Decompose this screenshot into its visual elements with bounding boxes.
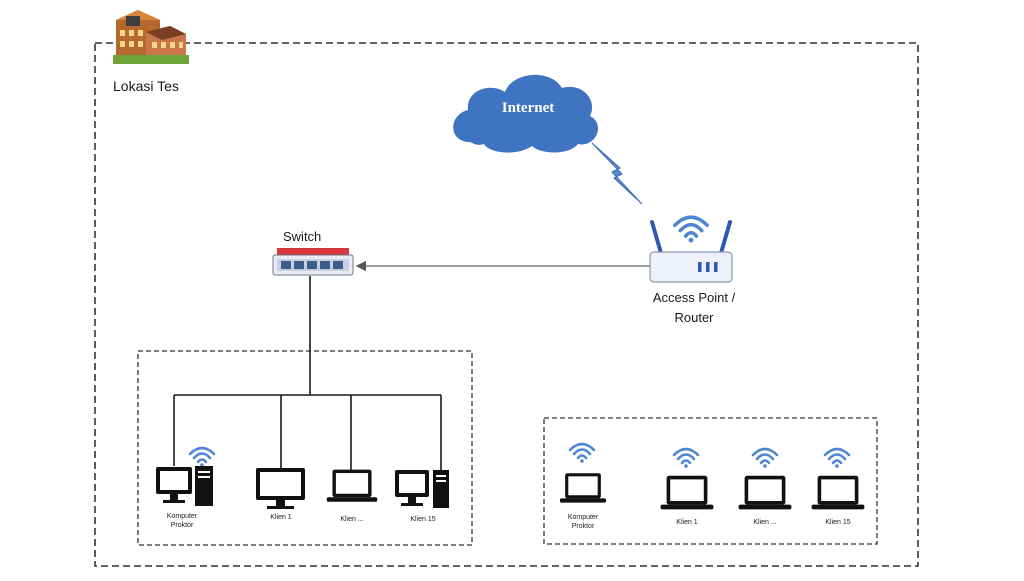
wired-proctor-label: Komputer Proktor xyxy=(152,512,212,530)
wireless-proctor-label: Komputer Proktor xyxy=(553,513,613,531)
wireless-proctor-laptop-icon xyxy=(559,442,607,503)
wireless-link-lightning-icon xyxy=(591,142,643,205)
wireless-client-laptop-icon xyxy=(738,447,792,510)
label-line-1: Komputer xyxy=(567,514,599,521)
wireless-client-1-label: Klien 1 xyxy=(676,519,698,526)
router-label-line-1: Access Point / xyxy=(652,290,736,305)
wireless-client-label: Klien ... xyxy=(753,519,777,526)
building-icon xyxy=(113,10,189,64)
wired-connections xyxy=(173,276,442,470)
switch-icon xyxy=(272,248,354,276)
wired-client-15-label: Klien 15 xyxy=(410,516,436,523)
router-icon xyxy=(649,215,733,283)
wireless-client-1-laptop-icon xyxy=(660,447,714,510)
router-label: Access Point / Router xyxy=(640,288,748,328)
wired-client-laptop-icon xyxy=(326,469,378,502)
label-line-2: Proktor xyxy=(170,522,194,529)
wired-client-label: Klien ... xyxy=(340,516,364,523)
location-boundary xyxy=(94,42,919,567)
location-label: Lokasi Tes xyxy=(113,78,179,94)
internet-cloud-icon xyxy=(453,74,599,153)
label-line-1: Komputer xyxy=(166,513,198,520)
internet-label: Internet xyxy=(501,100,555,116)
wired-client-1-monitor-icon xyxy=(256,468,305,509)
wireless-client-15-laptop-icon xyxy=(811,447,865,510)
wired-client-1-label: Klien 1 xyxy=(270,514,292,521)
label-line-2: Proktor xyxy=(571,523,595,530)
switch-label: Switch xyxy=(283,229,322,244)
router-label-line-2: Router xyxy=(674,310,714,325)
wireless-group-boundary xyxy=(543,417,878,545)
wired-proctor-desktop-icon xyxy=(156,446,216,506)
wireless-client-15-label: Klien 15 xyxy=(825,519,851,526)
wired-client-15-desktop-icon xyxy=(395,470,449,508)
